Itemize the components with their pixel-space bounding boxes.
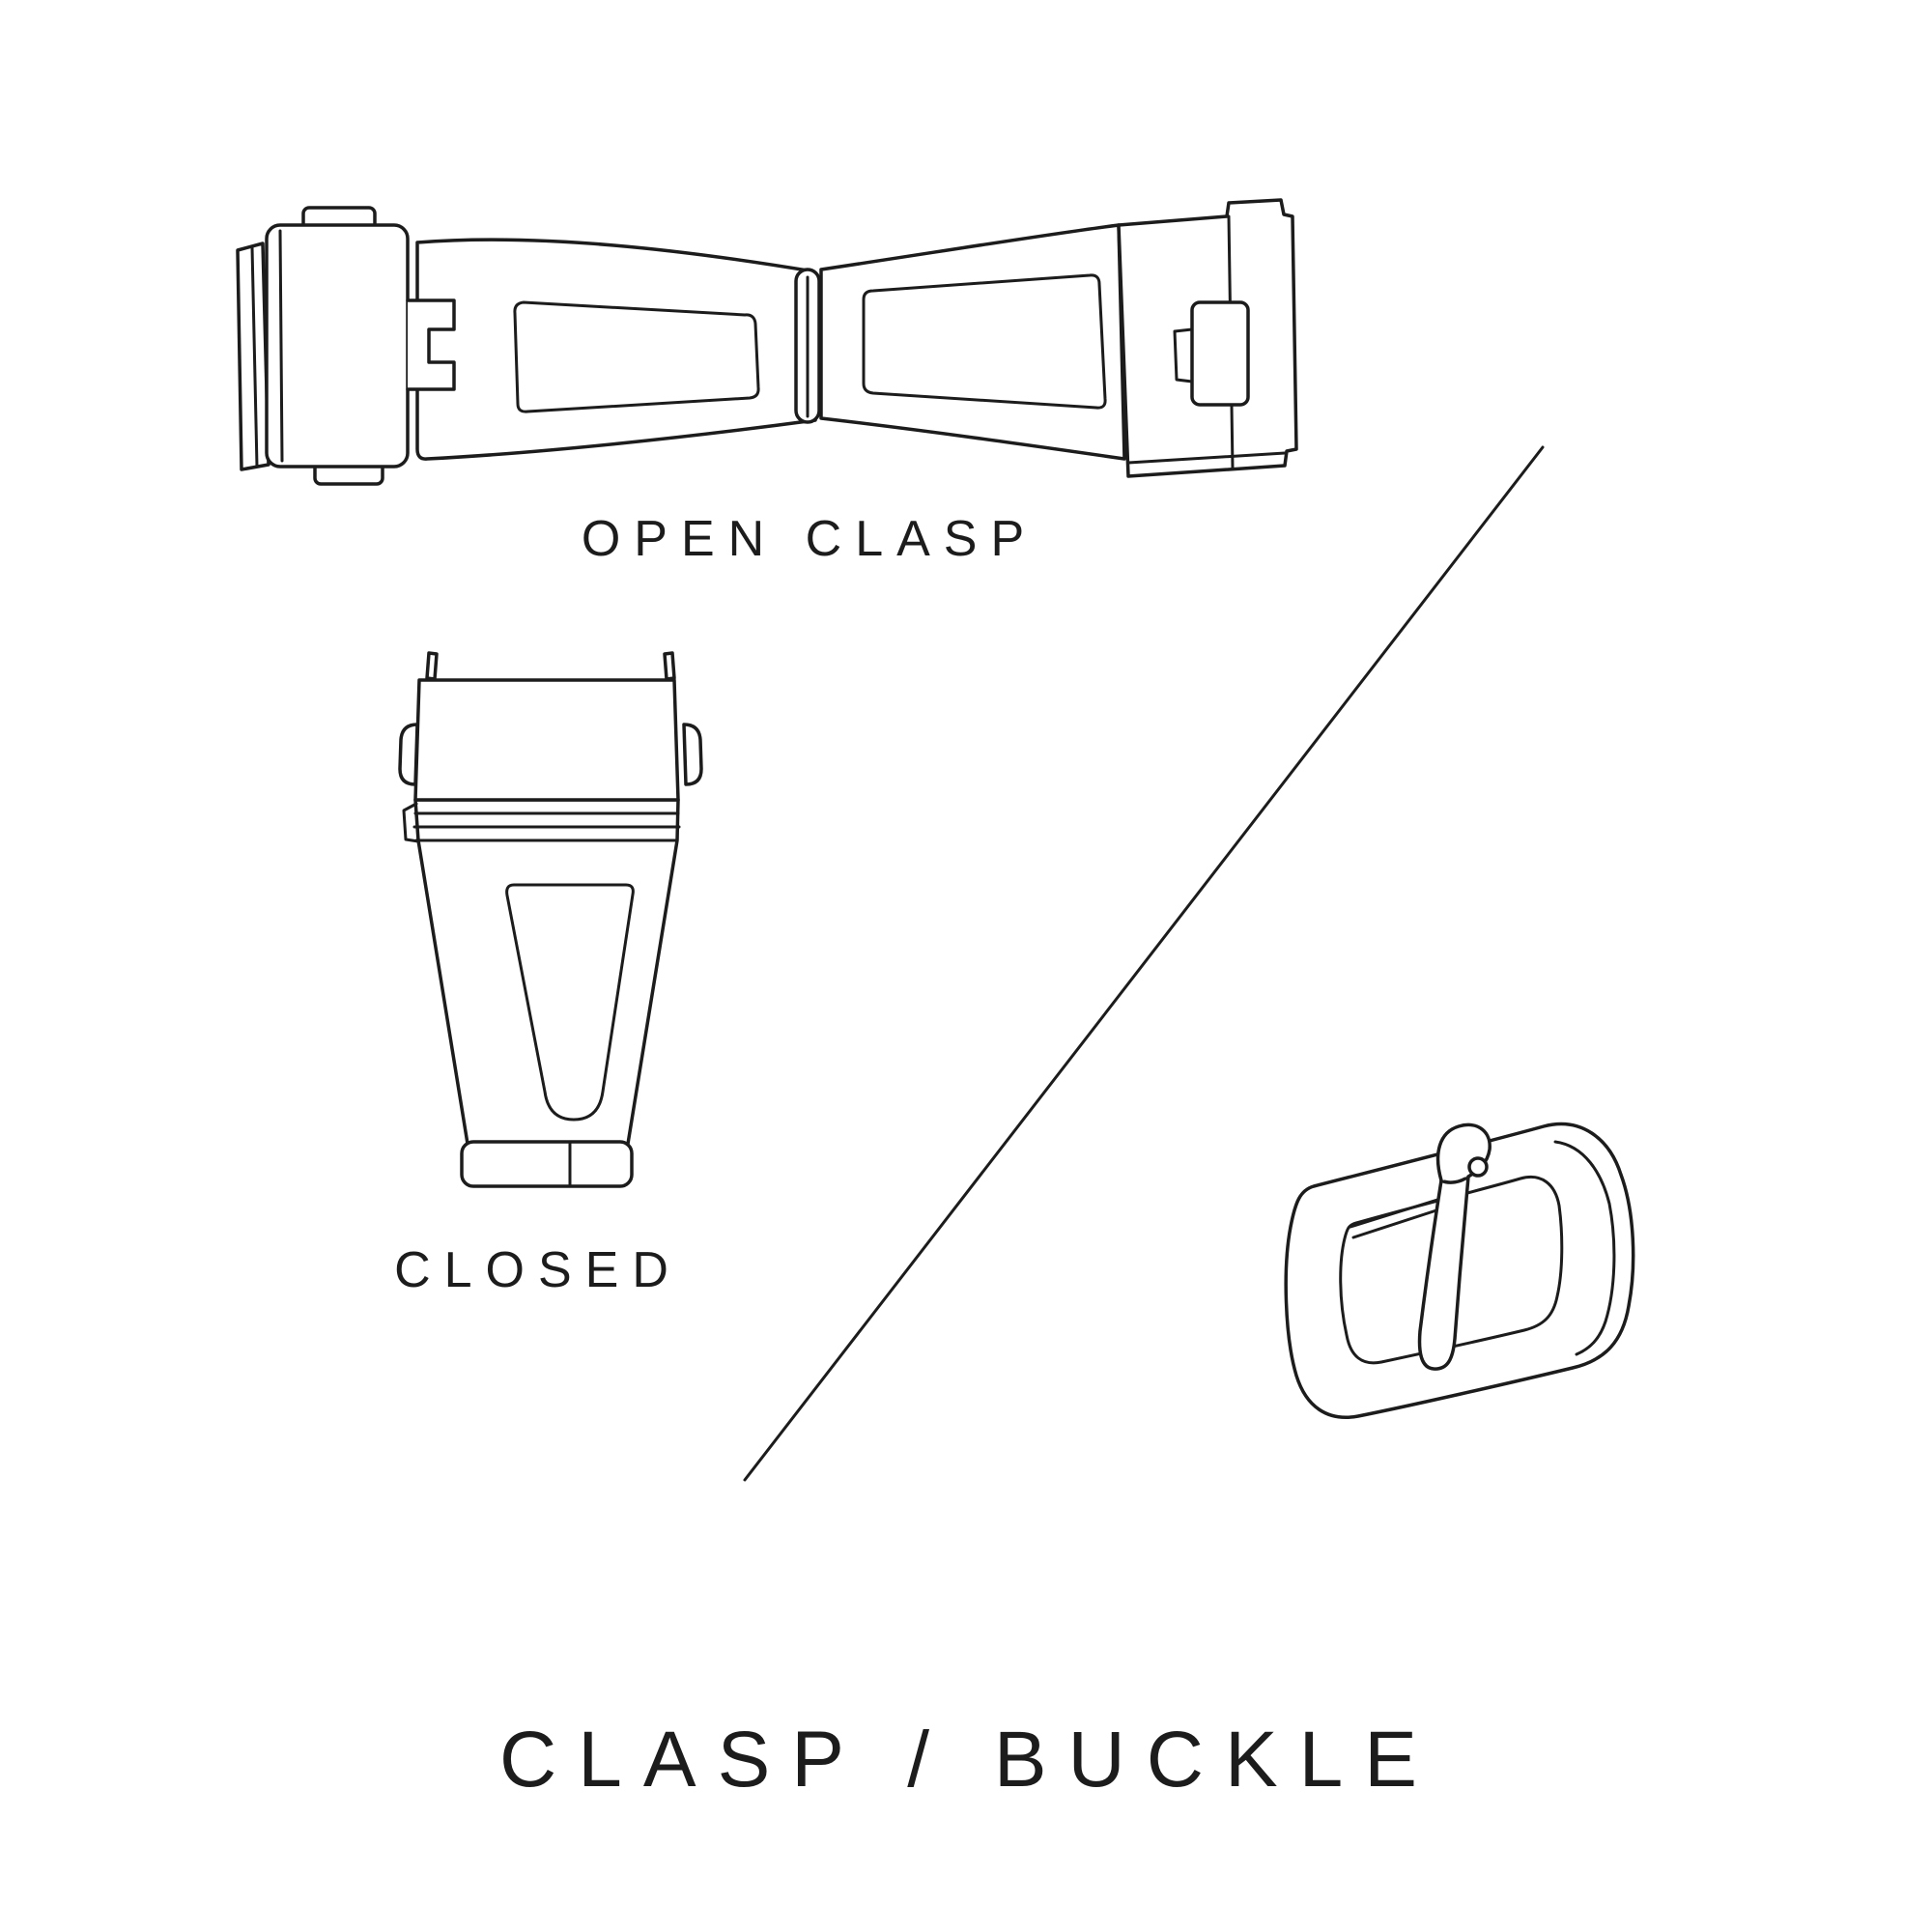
- pin-buckle-illustration: [1236, 1082, 1662, 1449]
- page-title: CLASP / BUCKLE: [499, 1716, 1438, 1804]
- open-clasp-illustration: [222, 188, 1299, 488]
- open-clasp-label: OPEN CLASP: [581, 511, 1038, 567]
- closed-clasp-label: CLOSED: [394, 1242, 682, 1298]
- closed-clasp-illustration: [386, 647, 715, 1227]
